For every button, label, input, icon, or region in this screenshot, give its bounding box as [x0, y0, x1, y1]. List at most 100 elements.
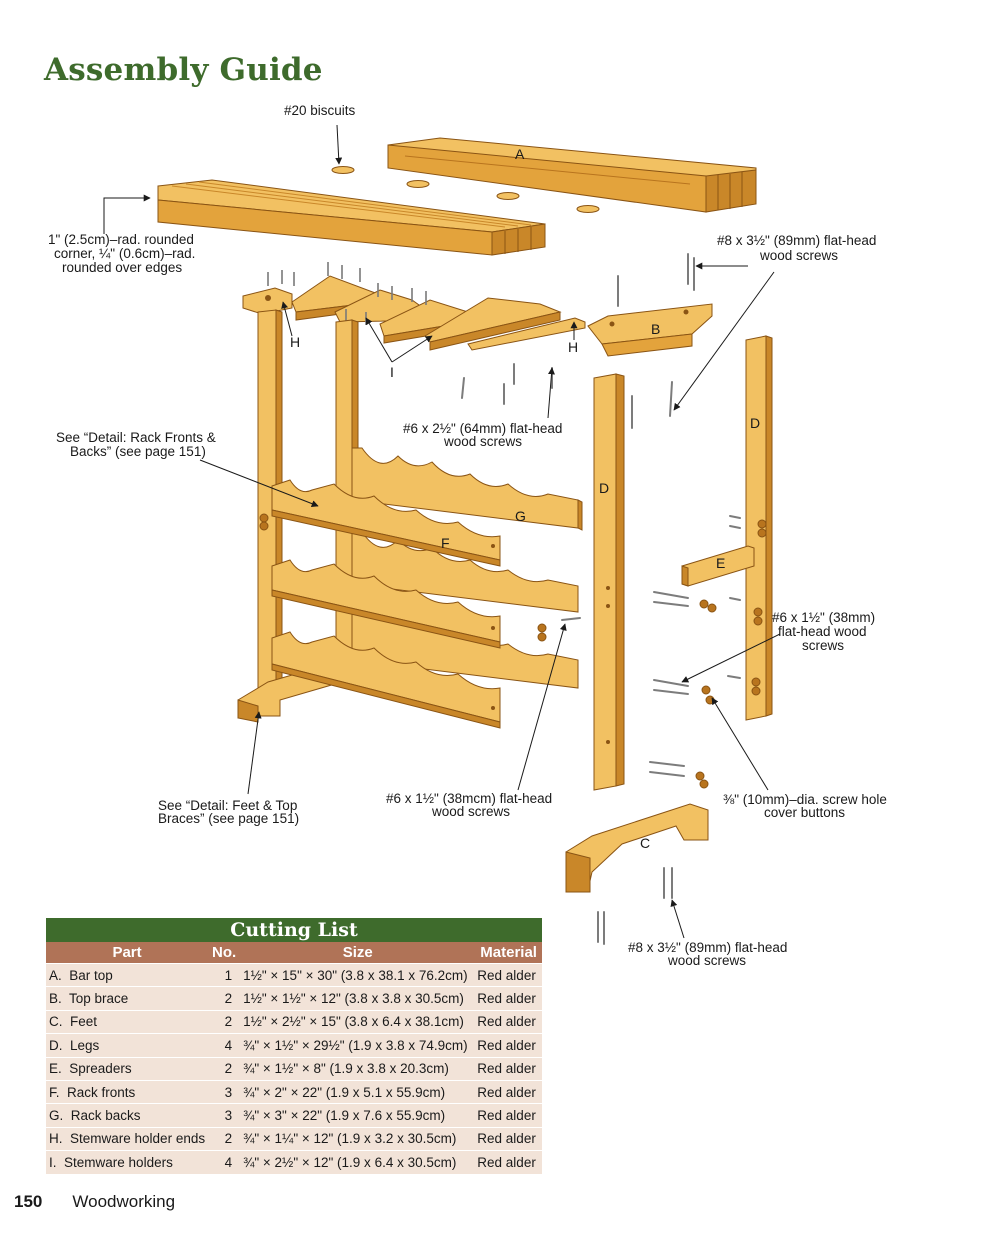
table-row: C. Feet 2 1½" × 2½" × 15" (3.8 x 6.4 x 3…: [46, 1009, 542, 1034]
part-name: Spreaders: [69, 1061, 132, 1077]
cell-size: ¾" × 2½" × 12" (1.9 x 6.4 x 30.5cm): [240, 1150, 476, 1174]
cell-part: E. Spreaders: [46, 1056, 209, 1081]
wood-screws: [461, 253, 741, 945]
cell-size: ¾" × 1½" × 8" (1.9 x 3.8 x 20.3cm): [240, 1056, 476, 1081]
part-name: Rack fronts: [67, 1084, 136, 1100]
bar-top-back: [387, 137, 757, 213]
cell-size: ¾" × 3" × 22" (1.9 x 7.6 x 55.9cm): [240, 1103, 476, 1128]
cell-material: Red alder: [475, 1033, 542, 1058]
cell-material: Red alder: [475, 1150, 542, 1174]
callout-buttons-1: ⅜" (10mm)–dia. screw hole: [723, 792, 887, 807]
callout-screw89-bottom-2: wood screws: [667, 953, 746, 968]
letter-c: C: [640, 835, 650, 851]
part-letter: A.: [49, 967, 62, 983]
page-number: 150: [14, 1192, 43, 1211]
cutting-list-title: Cutting List: [46, 918, 542, 942]
callout-screw89-top-2: wood screws: [759, 248, 838, 263]
cell-part: D. Legs: [46, 1033, 209, 1058]
callout-screw38-mid-2: wood screws: [431, 804, 510, 819]
cutting-list: Cutting List Part No. Size Material A. B…: [46, 918, 542, 1174]
table-row: A. Bar top 1 1½" × 15" × 30" (3.8 x 38.1…: [46, 962, 542, 987]
part-name: Feet: [70, 1014, 98, 1030]
cell-no: 1: [208, 962, 241, 987]
page-title: Assembly Guide: [44, 52, 323, 88]
table-row: G. Rack backs 3 ¾" × 3" × 22" (1.9 x 7.6…: [46, 1103, 542, 1128]
part-letter: D.: [49, 1037, 63, 1053]
cell-no: 2: [208, 1126, 241, 1151]
table-row: I. Stemware holders 4 ¾" × 2½" × 12" (1.…: [46, 1150, 542, 1174]
header-material: Material: [475, 942, 542, 964]
cell-no: 2: [208, 986, 241, 1011]
rack-backs: [351, 447, 583, 689]
letter-a: A: [515, 146, 525, 162]
part-letter: E.: [49, 1061, 62, 1077]
cell-no: 3: [208, 1103, 241, 1128]
cell-no: 4: [208, 1150, 241, 1174]
letter-b: B: [651, 321, 660, 337]
cell-part: B. Top brace: [46, 986, 209, 1011]
part-letter: C.: [49, 1014, 63, 1030]
callout-rounded-3: rounded over edges: [62, 260, 182, 275]
assembly-diagram: A B H H I D D G F E C #20 biscuits 1" (2…: [48, 103, 887, 968]
cell-material: Red alder: [475, 1056, 542, 1081]
part-letter: B.: [49, 991, 62, 1007]
spreader: [681, 545, 755, 587]
table-row: H. Stemware holder ends 2 ¾" × 1¼" × 12"…: [46, 1126, 542, 1151]
letter-h-right: H: [568, 339, 578, 355]
callout-feet-detail-1: See “Detail: Feet & Top: [158, 798, 297, 813]
part-letters: A B H H I D D G F E C: [290, 146, 760, 851]
cell-no: 4: [208, 1033, 241, 1058]
cell-material: Red alder: [475, 1103, 542, 1128]
cell-part: G. Rack backs: [46, 1103, 209, 1128]
cell-part: C. Feet: [46, 1009, 209, 1034]
cutting-list-header-row: Part No. Size Material: [46, 942, 542, 964]
bar-top-front: [157, 179, 546, 256]
letter-h-left: H: [290, 334, 300, 350]
letter-i: I: [390, 364, 394, 380]
header-part: Part: [46, 942, 209, 964]
part-name: Bar top: [69, 967, 113, 983]
table-row: F. Rack fronts 3 ¾" × 2" × 22" (1.9 x 5.…: [46, 1079, 542, 1104]
cell-no: 3: [208, 1079, 241, 1104]
callout-rounded-1: 1" (2.5cm)–rad. rounded: [48, 232, 194, 247]
callout-screw89-bottom-1: #8 x 3½" (89mm) flat-head: [628, 940, 787, 955]
cell-no: 2: [208, 1056, 241, 1081]
callout-screw38-right-3: screws: [802, 638, 844, 653]
cell-size: 1½" × 15" × 30" (3.8 x 38.1 x 76.2cm): [240, 962, 476, 987]
callout-screw38-mid-1: #6 x 1½" (38mcm) flat-head: [386, 791, 552, 806]
table-row: E. Spreaders 2 ¾" × 1½" × 8" (1.9 x 3.8 …: [46, 1056, 542, 1081]
part-name: Rack backs: [70, 1108, 141, 1124]
part-letter: H.: [49, 1131, 63, 1147]
callout-rounded-2: corner, ¼" (0.6cm)–rad.: [54, 246, 195, 261]
cell-material: Red alder: [475, 1009, 542, 1034]
cell-size: ¾" × 1½" × 29½" (1.9 x 3.8 x 74.9cm): [240, 1033, 476, 1058]
header-no: No.: [208, 942, 241, 964]
cell-material: Red alder: [475, 986, 542, 1011]
table-row: B. Top brace 2 1½" × 1½" × 12" (3.8 x 3.…: [46, 986, 542, 1011]
cell-part: H. Stemware holder ends: [46, 1126, 209, 1151]
callout-biscuits: #20 biscuits: [284, 103, 356, 118]
letter-d-front: D: [599, 480, 609, 496]
right-leg-front: [593, 373, 625, 791]
cell-material: Red alder: [475, 962, 542, 987]
part-letter: G.: [49, 1108, 64, 1124]
right-leg-back: [745, 335, 773, 721]
cell-size: ¾" × 1¼" × 12" (1.9 x 3.2 x 30.5cm): [240, 1126, 476, 1151]
part-letter: I.: [49, 1154, 57, 1170]
cell-material: Red alder: [475, 1126, 542, 1151]
cell-size: 1½" × 2½" × 15" (3.8 x 6.4 x 38.1cm): [240, 1009, 476, 1034]
cover-buttons: [537, 599, 717, 789]
cell-part: F. Rack fronts: [46, 1079, 209, 1104]
callout-screw38-right-1: #6 x 1½" (38mm): [772, 610, 875, 625]
callout-screw38-right-2: flat-head wood: [778, 624, 867, 639]
part-name: Top brace: [69, 991, 129, 1007]
callout-screw64-2: wood screws: [443, 434, 522, 449]
part-letter: F.: [49, 1084, 60, 1100]
cutting-list-table: Part No. Size Material A. Bar top 1 1½" …: [46, 942, 542, 1174]
stemware-holders: [242, 275, 586, 351]
cell-part: A. Bar top: [46, 962, 209, 987]
header-size: Size: [240, 942, 476, 964]
callout-feet-detail-2: Braces” (see page 151): [158, 811, 299, 826]
leader-lines: [103, 124, 781, 939]
